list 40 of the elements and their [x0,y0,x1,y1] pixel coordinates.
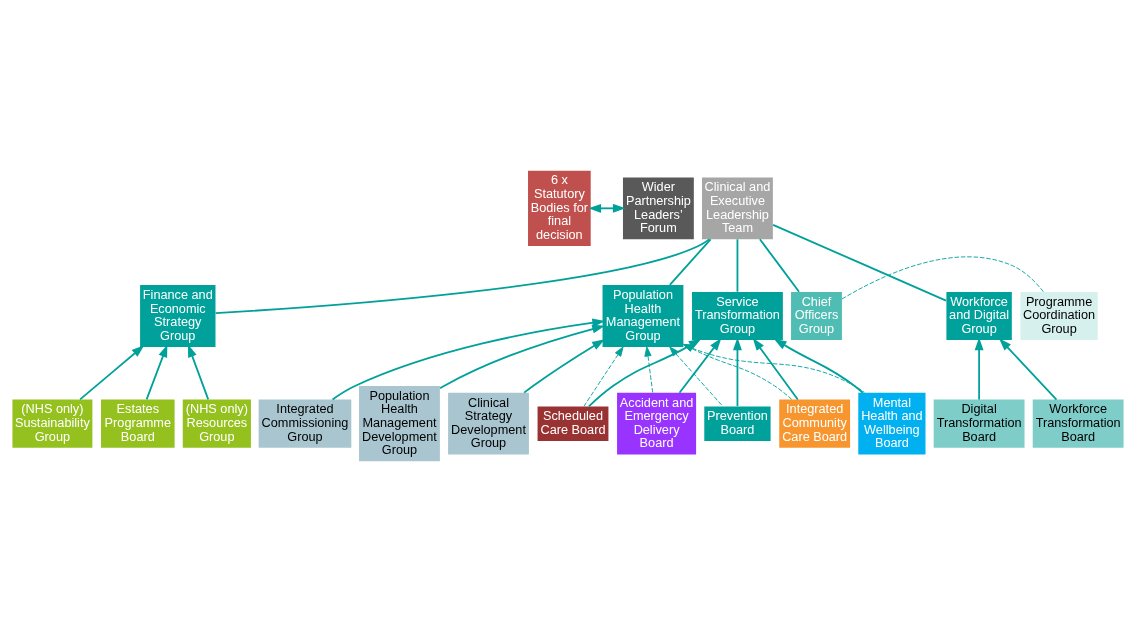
connector [668,237,712,286]
arrow [588,338,702,407]
arrow [588,203,626,213]
connector [772,223,947,301]
node-box: Integrated Commissioning Group [258,399,352,448]
node-box: Programme Coordination Group [1020,291,1098,340]
node-box: Accident and Emergency Delivery Board [617,392,697,455]
connector [736,237,739,293]
arrow [773,338,864,394]
node-box: Scheduled Care Board [537,405,609,441]
arrow [79,344,145,400]
arrow [523,338,605,394]
node-box: Mental Health and Wellbeing Board [858,392,926,455]
node-box: Service Transformation Group [692,291,783,340]
node-box: (NHS only) Resources Group [182,399,251,448]
connector [758,237,800,293]
arrow [331,317,606,400]
connector [841,255,1044,299]
node-box: Prevention Board [704,405,771,441]
node-box: Estates Programme Board [101,399,175,448]
arrow [678,337,722,394]
arrow [583,346,624,407]
arrow [752,337,799,400]
arrow [998,337,1058,400]
connector [214,237,711,314]
node-box: Integrated Community Care Board [779,399,851,448]
node-box: Workforce Transformation Board [1032,399,1124,448]
node-box: Workforce and Digital Group [946,291,1012,340]
node-box: Population Health Management Group [602,284,684,347]
node-box: 6 x Statutory Bodies for final decision [528,170,591,246]
node-box: Clinical and Executive Leadership Team [702,176,773,239]
arrow [644,346,654,393]
node-box: Population Health Management Development Group [359,385,440,461]
node-box: Digital Transformation Board [933,399,1025,448]
node-box: Wider Partnership Leaders’ Forum [622,176,694,239]
node-box: (NHS only) Sustainability Group [12,399,93,448]
node-box: Finance and Economic Strategy Group [140,284,216,347]
node-box: Chief Officers Group [791,291,842,340]
arrow [439,324,605,389]
node-box: Clinical Strategy Development Group [448,392,529,455]
